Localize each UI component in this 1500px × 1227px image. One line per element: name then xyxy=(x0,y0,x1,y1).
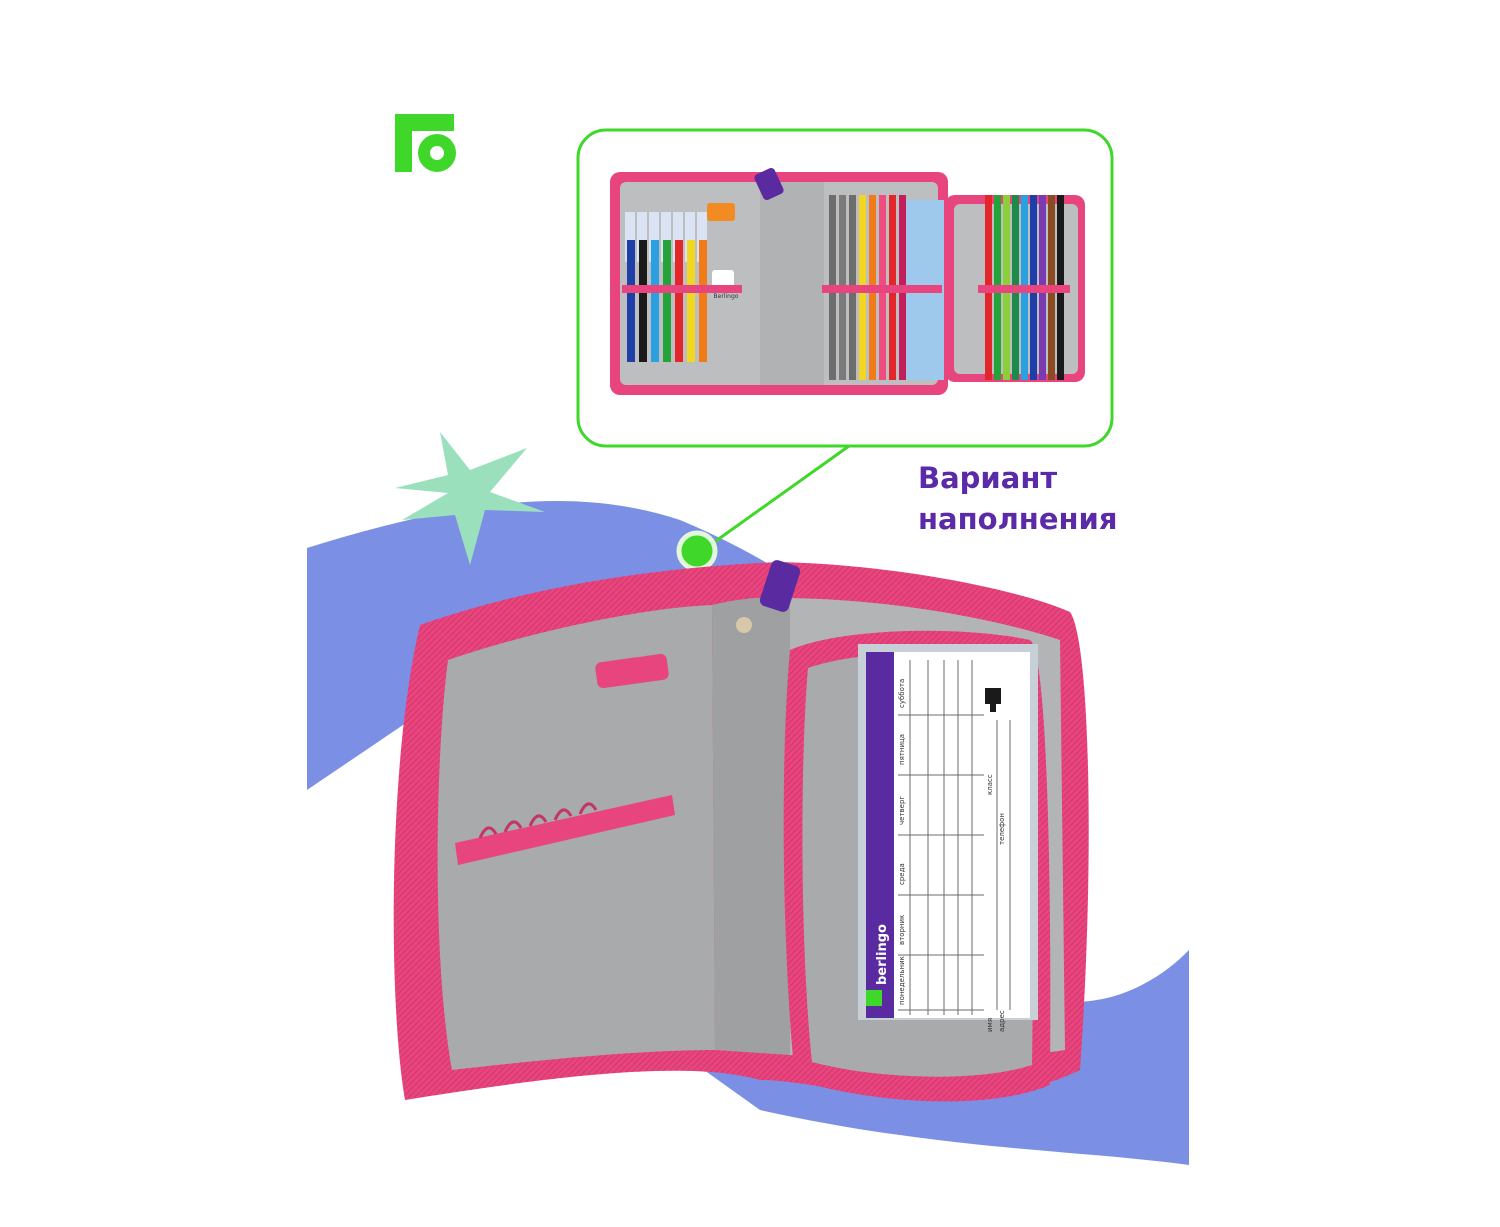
field-address: адрес xyxy=(998,1010,1006,1032)
field-phone: телефон xyxy=(998,813,1006,845)
caption-line-1: Вариант xyxy=(918,461,1058,495)
day-wednesday: среда xyxy=(898,863,906,885)
star-icon xyxy=(395,432,545,565)
filling-variant-caption: Вариант наполнения xyxy=(918,458,1118,540)
berlingo-logo-icon xyxy=(395,114,456,172)
callout-dot-icon xyxy=(676,530,718,572)
callout-line xyxy=(705,444,850,550)
field-class: класс xyxy=(986,774,994,795)
eraser-label: Berlingo xyxy=(714,293,739,300)
open-pencil-case: berlingo понедельник вторник xyxy=(393,560,1089,1102)
caption-line-2: наполнения xyxy=(918,502,1118,536)
day-thursday: четверг xyxy=(898,796,906,825)
day-tuesday: вторник xyxy=(898,915,906,945)
inset-markers xyxy=(625,212,707,362)
day-friday: пятница xyxy=(898,734,906,765)
schedule-brand-label: berlingo xyxy=(875,924,890,985)
day-monday: понедельник xyxy=(898,956,906,1005)
schedule-card: berlingo понедельник вторник xyxy=(858,644,1038,1032)
field-name: имя xyxy=(986,1018,994,1032)
elastic-loops xyxy=(478,802,598,839)
inset-filled-case: Berlingo xyxy=(610,167,1085,395)
day-saturday: суббота xyxy=(898,679,906,708)
